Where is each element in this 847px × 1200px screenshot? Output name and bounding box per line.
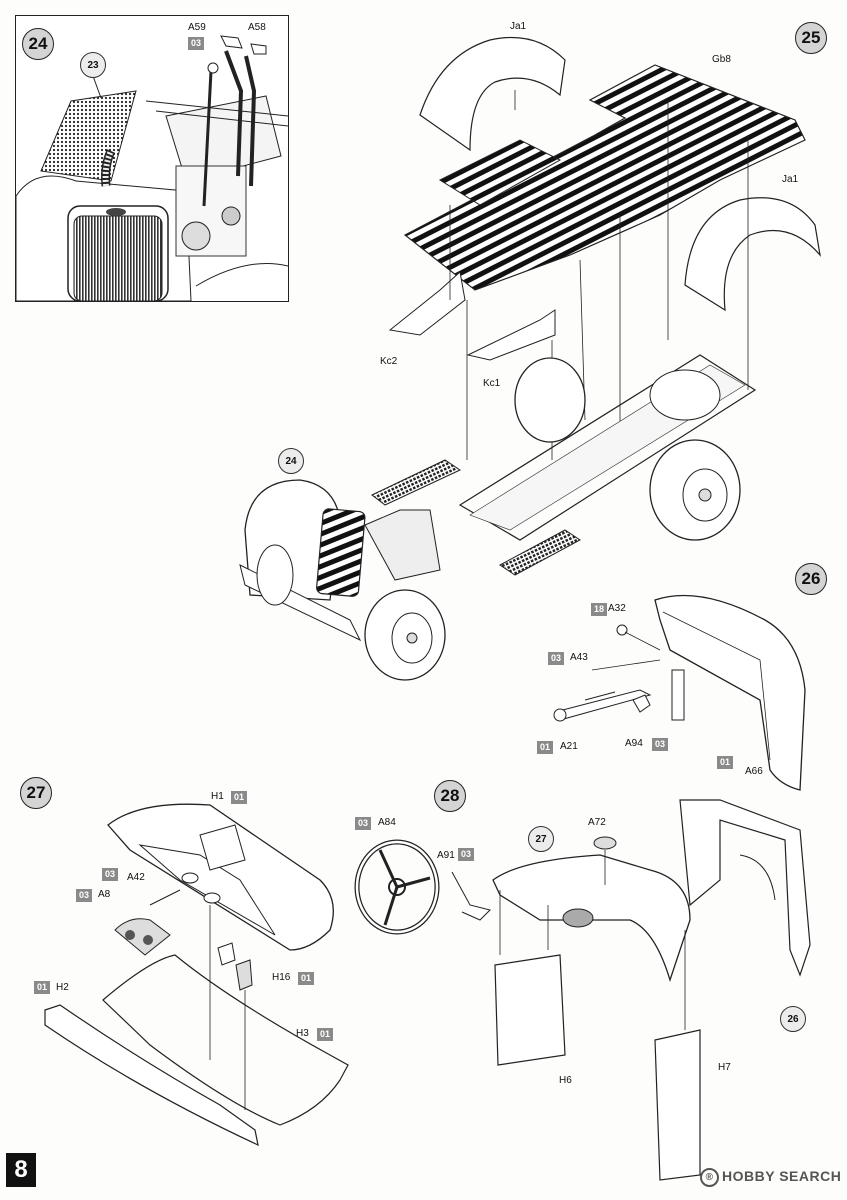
label-H6: H6	[559, 1075, 572, 1086]
watermark-text: HOBBY SEARCH	[722, 1168, 842, 1185]
step-28-badge: 28	[434, 780, 466, 812]
label-A84: A84	[378, 817, 396, 828]
watermark-logo: ®HOBBY SEARCH	[700, 1168, 841, 1187]
dashboard-bracket-drawing	[553, 594, 806, 791]
sprue-badge: 01	[231, 791, 248, 804]
label-Ja1-top: Ja1	[510, 21, 527, 32]
callout-27: 27	[528, 826, 554, 852]
sprue-badge: 01	[717, 756, 734, 769]
step-25-badge: 25	[795, 22, 827, 54]
label-A59: A59	[188, 22, 206, 33]
label-A32: A32	[608, 603, 626, 614]
sprue-badge: 01	[537, 741, 554, 754]
sprue-badge: 03	[102, 868, 119, 881]
label-Kc1: Kc1	[483, 378, 501, 389]
label-Kc2: Kc2	[380, 356, 398, 367]
step-27-badge: 27	[20, 777, 52, 809]
sprue-badge: 18	[591, 603, 608, 616]
label-H3: H3	[296, 1028, 309, 1039]
sprue-badge: 01	[298, 972, 315, 985]
label-A42: A42	[127, 872, 145, 883]
step-24-detail-view	[15, 15, 289, 302]
engine-bay-drawing	[16, 35, 288, 301]
chassis-assembly-drawing	[239, 36, 821, 681]
step-26-badge: 26	[795, 563, 827, 595]
page-number: 8	[6, 1153, 36, 1187]
callout-24: 24	[278, 448, 304, 474]
sprue-badge: 03	[652, 738, 669, 751]
sprue-badge: 03	[76, 889, 93, 902]
label-Ja1-right: Ja1	[782, 174, 799, 185]
callout-26: 26	[780, 1006, 806, 1032]
label-A66: A66	[745, 766, 763, 777]
label-A8: A8	[98, 889, 111, 900]
label-A58: A58	[248, 22, 266, 33]
label-H16: H16	[272, 972, 291, 983]
label-A21: A21	[560, 741, 578, 752]
label-A72: A72	[588, 817, 606, 828]
sprue-badge: 03	[548, 652, 565, 665]
sprue-badge: 01	[34, 981, 51, 994]
label-H1: H1	[211, 791, 224, 802]
label-A94: A94	[625, 738, 643, 749]
registered-symbol: ®	[700, 1168, 719, 1187]
label-A43: A43	[570, 652, 588, 663]
callout-23: 23	[80, 52, 106, 78]
step-24-badge: 24	[22, 28, 54, 60]
sprue-badge: 03	[355, 817, 372, 830]
sprue-badge: 01	[317, 1028, 334, 1041]
label-H7: H7	[718, 1062, 731, 1073]
label-Gb8: Gb8	[712, 54, 731, 65]
sprue-badge: 03	[188, 37, 205, 50]
sprue-badge: 03	[458, 848, 475, 861]
label-A91: A91	[437, 850, 455, 861]
label-H2: H2	[56, 982, 69, 993]
